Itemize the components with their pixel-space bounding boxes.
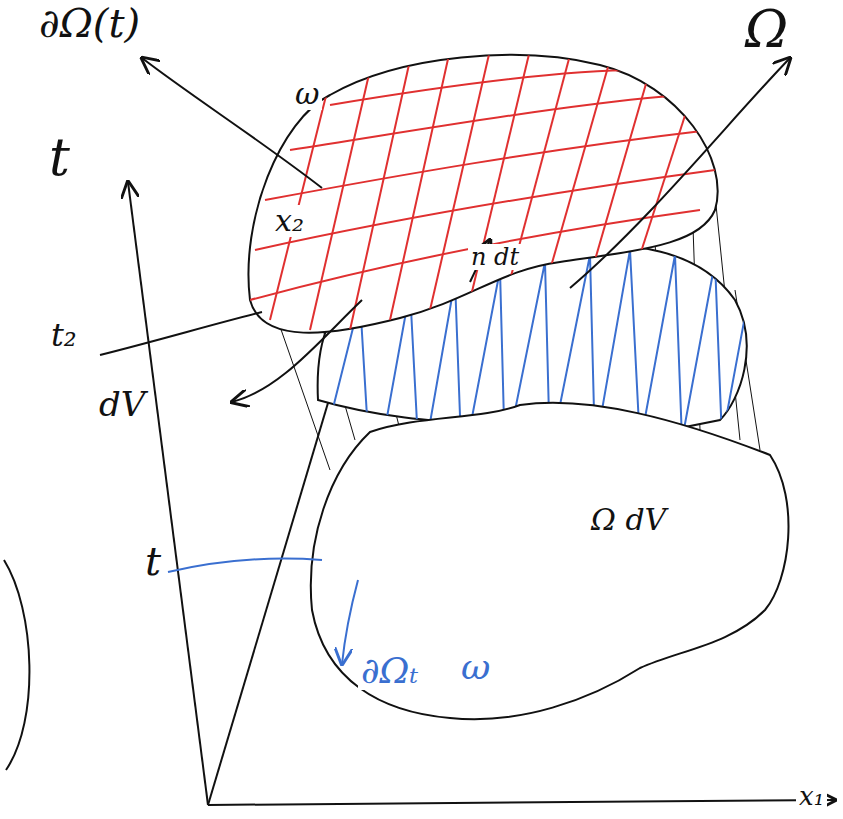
domain-label: ω bbox=[292, 78, 322, 110]
left-bracket bbox=[4, 560, 29, 770]
axis-label: x₂ bbox=[272, 205, 307, 237]
top-slice bbox=[248, 55, 717, 333]
omega-arrow bbox=[570, 58, 790, 288]
tick-label: t₂ bbox=[48, 318, 80, 352]
boundary-t-arrow bbox=[342, 580, 358, 664]
axis-label: t bbox=[46, 130, 73, 184]
t-leader bbox=[168, 559, 322, 573]
boundary-arrow bbox=[142, 58, 322, 188]
region-label: Ω bbox=[742, 2, 791, 56]
boundary-label: ∂Ωₜ bbox=[358, 652, 421, 690]
t2-leader bbox=[100, 312, 262, 355]
bottom-slice bbox=[311, 403, 789, 719]
axis-label: x₁ bbox=[796, 782, 827, 810]
domain-label: ω bbox=[458, 648, 493, 686]
tick-label: t bbox=[142, 540, 164, 582]
boundary-label: ∂Ω(t) bbox=[36, 2, 143, 44]
volume-label: dV bbox=[96, 386, 148, 422]
red-grid bbox=[250, 50, 715, 330]
normal-label: n dt bbox=[468, 244, 522, 270]
volume-label: Ω dV bbox=[588, 504, 669, 536]
dv-arrow bbox=[232, 300, 362, 402]
